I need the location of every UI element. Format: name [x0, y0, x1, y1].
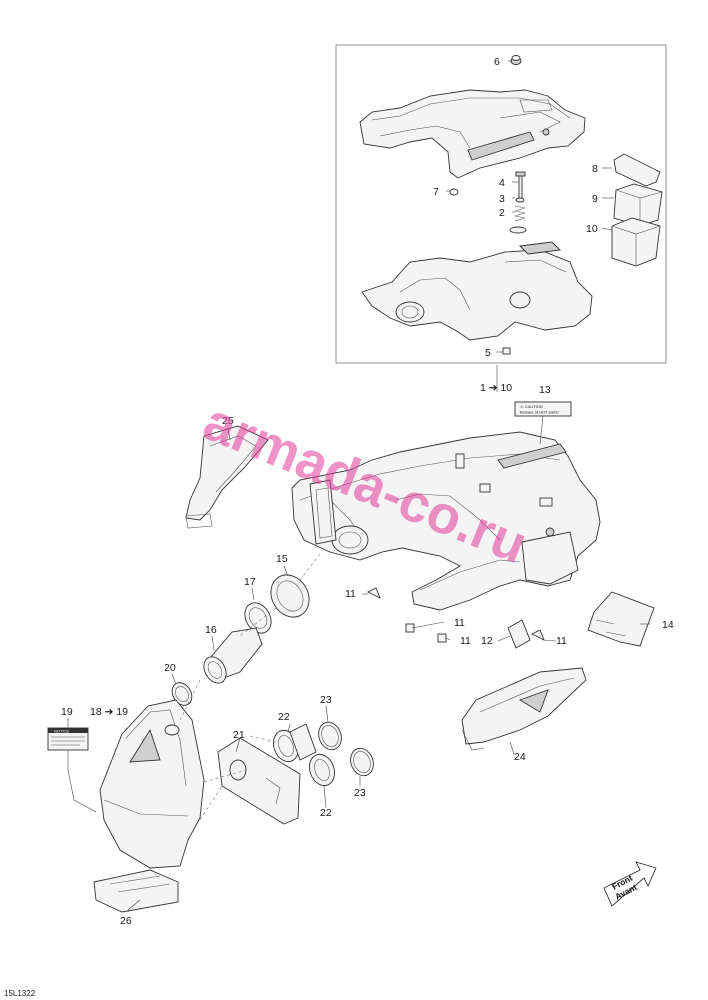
label-part-3: 3	[499, 193, 505, 205]
notice-title: NOTICE	[54, 729, 69, 734]
airbox-upper-housing	[359, 89, 586, 179]
label-part-11-b: 11	[454, 617, 465, 629]
part-5-nut	[502, 347, 511, 355]
part-11-clip-a	[366, 587, 381, 599]
part-7-nut	[449, 188, 459, 196]
part-6-grommet	[510, 55, 522, 65]
part-24-bracket	[461, 667, 587, 751]
label-part-23-lower: 23	[354, 787, 366, 799]
part-16-adapter	[203, 627, 263, 684]
label-part-8: 8	[592, 163, 598, 175]
detail-frame	[335, 44, 667, 364]
part-19-notice-sticker: NOTICE	[47, 727, 89, 751]
part-25-air-duct	[185, 425, 269, 529]
label-part-23-upper: 23	[320, 694, 332, 706]
part-11-clip-d	[530, 629, 545, 641]
part-14-heat-shield	[587, 591, 655, 647]
label-part-11-a: 11	[345, 588, 356, 600]
sticker-caution-line2: Beware of HOT parts!	[520, 410, 559, 415]
part-22-boot-upper	[273, 723, 317, 763]
label-part-15: 15	[276, 553, 288, 565]
part-13-caution-sticker: ⚠ CAUTION Beware of HOT parts!	[514, 401, 572, 417]
part-15-clamp	[270, 574, 310, 618]
part-3-washer	[515, 197, 525, 203]
part-9-filter-element	[613, 183, 663, 227]
label-part-26: 26	[120, 915, 132, 927]
part-17-ring	[244, 602, 272, 634]
label-part-22-upper: 22	[278, 711, 290, 723]
label-part-12: 12	[481, 635, 493, 647]
label-part-22-lower: 22	[320, 807, 332, 819]
part-18-lower-airbox	[99, 699, 205, 869]
label-part-1-10: 1 ➔ 10	[480, 382, 512, 394]
label-part-13: 13	[539, 384, 551, 396]
part-23-clamp-lower	[350, 747, 374, 777]
part-11-clip-c	[437, 633, 447, 643]
part-26-pad	[93, 869, 179, 913]
part-2-spring	[514, 205, 526, 222]
label-part-19: 19	[61, 706, 73, 718]
label-part-16: 16	[205, 624, 217, 636]
airbox-assembly	[291, 431, 601, 611]
part-21-plate	[217, 737, 301, 825]
label-part-11-c: 11	[460, 635, 471, 647]
part-8-filter-cap	[613, 153, 661, 187]
label-part-21: 21	[233, 729, 245, 741]
label-part-10: 10	[586, 223, 598, 235]
label-part-2: 2	[499, 207, 505, 219]
front-direction-arrow: Front Avant	[603, 861, 657, 907]
label-part-7: 7	[433, 186, 439, 198]
label-part-5: 5	[485, 347, 491, 359]
label-part-4: 4	[499, 177, 505, 189]
label-part-14: 14	[662, 619, 674, 631]
part-10-filter-pad	[611, 217, 661, 267]
label-part-20: 20	[164, 662, 176, 674]
label-part-24: 24	[514, 751, 526, 763]
part-12-boot	[507, 619, 531, 649]
sticker-caution-line1: ⚠ CAUTION	[520, 404, 543, 409]
label-part-18-19: 18 ➔ 19	[90, 706, 128, 718]
label-part-25: 25	[222, 415, 234, 427]
part-22-boot-lower	[309, 753, 335, 787]
part-23-clamp-upper	[318, 721, 342, 751]
diagram-reference-code: 15L1322	[4, 989, 36, 998]
airbox-lower-housing	[361, 241, 593, 341]
label-part-11-d: 11	[556, 635, 567, 647]
label-part-6: 6	[494, 56, 500, 68]
part-4-bolt	[515, 171, 526, 200]
label-part-9: 9	[592, 193, 598, 205]
label-part-17: 17	[244, 576, 256, 588]
part-11-clip-b	[405, 623, 415, 633]
